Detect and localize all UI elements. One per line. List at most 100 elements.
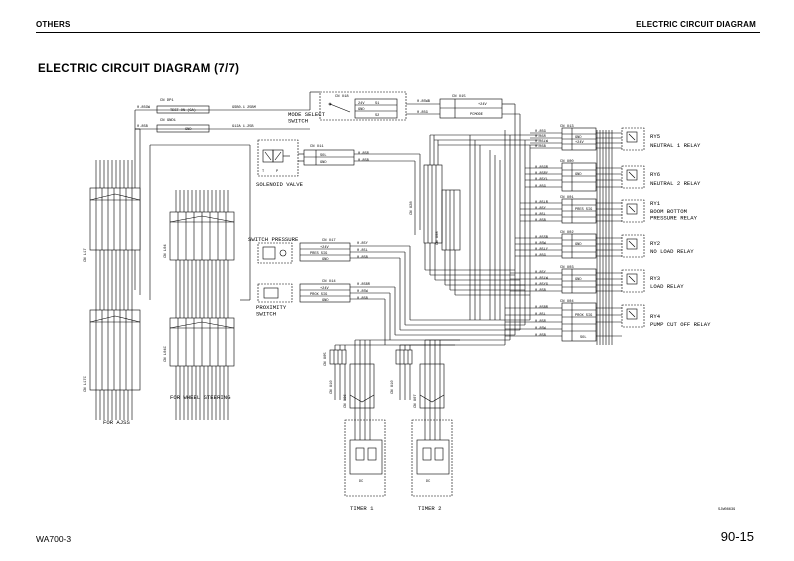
cn-l17c: CN L17C (84, 309, 141, 392)
svg-text:0.85Y: 0.85Y (357, 242, 369, 246)
svg-text:0.85R: 0.85R (535, 135, 547, 139)
svg-text:24V: 24V (358, 102, 365, 106)
svg-text:CN U14: CN U14 (322, 280, 336, 284)
svg-text:SOL: SOL (580, 336, 586, 340)
svg-text:PROX SIG: PROX SIG (310, 293, 327, 297)
relay-group-ry4: CN U04 PROX SIG SOL 0.85BR 0.85L 0.85R 0… (505, 300, 711, 342)
svg-text:0.85W: 0.85W (357, 290, 369, 294)
cn-gnd1: CN GND1 0.85B GND G12A 1.25B (135, 119, 310, 133)
cn-l04c: CN L04C (164, 317, 235, 367)
cn-u05: CN U05 (324, 349, 347, 366)
svg-text:CN U06: CN U06 (344, 394, 348, 408)
svg-text:+24V: +24V (320, 246, 329, 250)
svg-text:CN DP1: CN DP1 (160, 99, 174, 103)
svg-text:CN U01: CN U01 (560, 196, 574, 200)
svg-text:+24V: +24V (478, 103, 487, 107)
svg-text:CN GND1: CN GND1 (160, 119, 177, 123)
svg-text:NO LOAD RELAY: NO LOAD RELAY (650, 248, 694, 255)
cn-u07: CN U07 (414, 363, 445, 409)
svg-text:0.85GW: 0.85GW (137, 106, 151, 110)
pressure-switch-label: SWITCH PRESSURE (248, 236, 299, 243)
svg-text:CN U11: CN U11 (310, 145, 324, 149)
timer-1-label: TIMER 1 (350, 505, 374, 512)
svg-text:CN U15: CN U15 (452, 95, 466, 99)
header-section: OTHERS (36, 20, 71, 29)
svg-text:CN U04: CN U04 (560, 300, 574, 304)
svg-text:CN U10: CN U10 (391, 380, 395, 394)
svg-text:CN U03: CN U03 (560, 266, 574, 270)
footer-model: WA700-3 (36, 534, 72, 544)
page-title: ELECTRIC CIRCUIT DIAGRAM (7/7) (38, 63, 240, 75)
svg-text:PRES SIG: PRES SIG (310, 252, 327, 256)
center-bus (384, 134, 540, 346)
svg-text:0.85B: 0.85B (137, 125, 149, 129)
relay-group-ry3: CN U03 GND 0.85Y 0.85LW 0.85YG 0.85B RY3… (510, 266, 684, 294)
svg-text:T: T (262, 170, 265, 174)
svg-text:CN L17: CN L17 (84, 248, 88, 262)
svg-text:PRES SIG: PRES SIG (575, 208, 592, 212)
svg-text:CN L04C: CN L04C (164, 345, 168, 362)
svg-text:DC: DC (426, 480, 430, 484)
cn-l17: CN L17 (84, 187, 141, 262)
svg-text:0.85B: 0.85B (535, 145, 547, 149)
cn-l04: CN L04 (164, 211, 235, 261)
svg-text:GND: GND (575, 136, 581, 140)
svg-text:NEUTRAL 2 RELAY: NEUTRAL 2 RELAY (650, 180, 701, 187)
svg-text:0.85G: 0.85G (417, 111, 428, 115)
svg-text:0.85WB: 0.85WB (417, 100, 431, 104)
cn-u28: CN U28 (410, 164, 443, 244)
relay-group-ry2: CN U02 GND 0.85SB 0.85W 0.85LY 0.85G RY2… (515, 231, 694, 259)
svg-text:CN U07: CN U07 (414, 394, 418, 408)
svg-text:CN L17C: CN L17C (84, 375, 88, 392)
svg-text:RY1: RY1 (650, 200, 661, 207)
svg-text:PUMP CUT OFF RELAY: PUMP CUT OFF RELAY (650, 321, 711, 328)
svg-text:GND: GND (320, 161, 326, 165)
svg-text:S2: S2 (375, 114, 379, 118)
svg-text:P: P (276, 170, 278, 174)
svg-text:CN U18: CN U18 (335, 95, 349, 99)
svg-text:RY3: RY3 (650, 275, 660, 282)
svg-text:S1: S1 (375, 102, 379, 106)
header-chapter: ELECTRIC CIRCUIT DIAGRAM (636, 20, 756, 29)
svg-text:CN U02: CN U02 (560, 231, 574, 235)
svg-text:CN U05: CN U05 (324, 352, 328, 366)
svg-text:GND: GND (185, 128, 191, 132)
relay-bus (504, 130, 613, 345)
timer-2-label: TIMER 2 (418, 505, 442, 512)
for-ajss-label: FOR AJSS (103, 419, 130, 426)
svg-text:GND: GND (322, 258, 328, 262)
cn-u15: CN U15 +24V PCMODE 0.85WB 0.85G (406, 95, 521, 140)
svg-text:RY2: RY2 (650, 240, 660, 247)
svg-text:DC: DC (359, 480, 363, 484)
svg-text:RY6: RY6 (650, 171, 660, 178)
svg-text:0.85BR: 0.85BR (357, 283, 371, 287)
svg-text:GND: GND (575, 243, 581, 247)
svg-text:CN U08: CN U08 (436, 231, 440, 245)
svg-text:+24V: +24V (575, 141, 584, 145)
pressure-switch: SWITCH PRESSURE CN U17 +24V PRES SIG GND… (248, 236, 410, 264)
cn-u11: CN U11 SOL GND 0.85R 0.85B (298, 145, 421, 235)
svg-text:0.85L: 0.85L (357, 249, 368, 253)
solenoid-valve-label: SOLENOID VALVE (256, 181, 304, 188)
svg-text:0.85LW: 0.85LW (535, 140, 549, 144)
cn-u06: CN U06 CN U10 (330, 363, 375, 409)
svg-text:GND: GND (322, 299, 328, 303)
relay-group-ry1: CN U01 PRES SIG 0.85LR 0.85Y 0.85L 0.85B… (520, 196, 698, 224)
svg-text:SOL: SOL (320, 154, 326, 158)
cn-u10: CN U10 (391, 349, 413, 394)
relay-group-ry5: CN U13 GND +24V 0.85G 0.85R 0.85LW 0.85B… (530, 125, 701, 151)
timer-2: DC TIMER 2 (411, 408, 453, 512)
svg-text:NEUTRAL 1 RELAY: NEUTRAL 1 RELAY (650, 142, 701, 149)
svg-text:RY5: RY5 (650, 133, 660, 140)
svg-text:LOAD RELAY: LOAD RELAY (650, 283, 684, 290)
svg-text:RY4: RY4 (650, 313, 661, 320)
cn-u08: CN U08 (436, 189, 461, 251)
header-rule (36, 32, 760, 33)
svg-text:CN U28: CN U28 (410, 201, 414, 215)
svg-text:PROX SIG: PROX SIG (575, 314, 592, 318)
